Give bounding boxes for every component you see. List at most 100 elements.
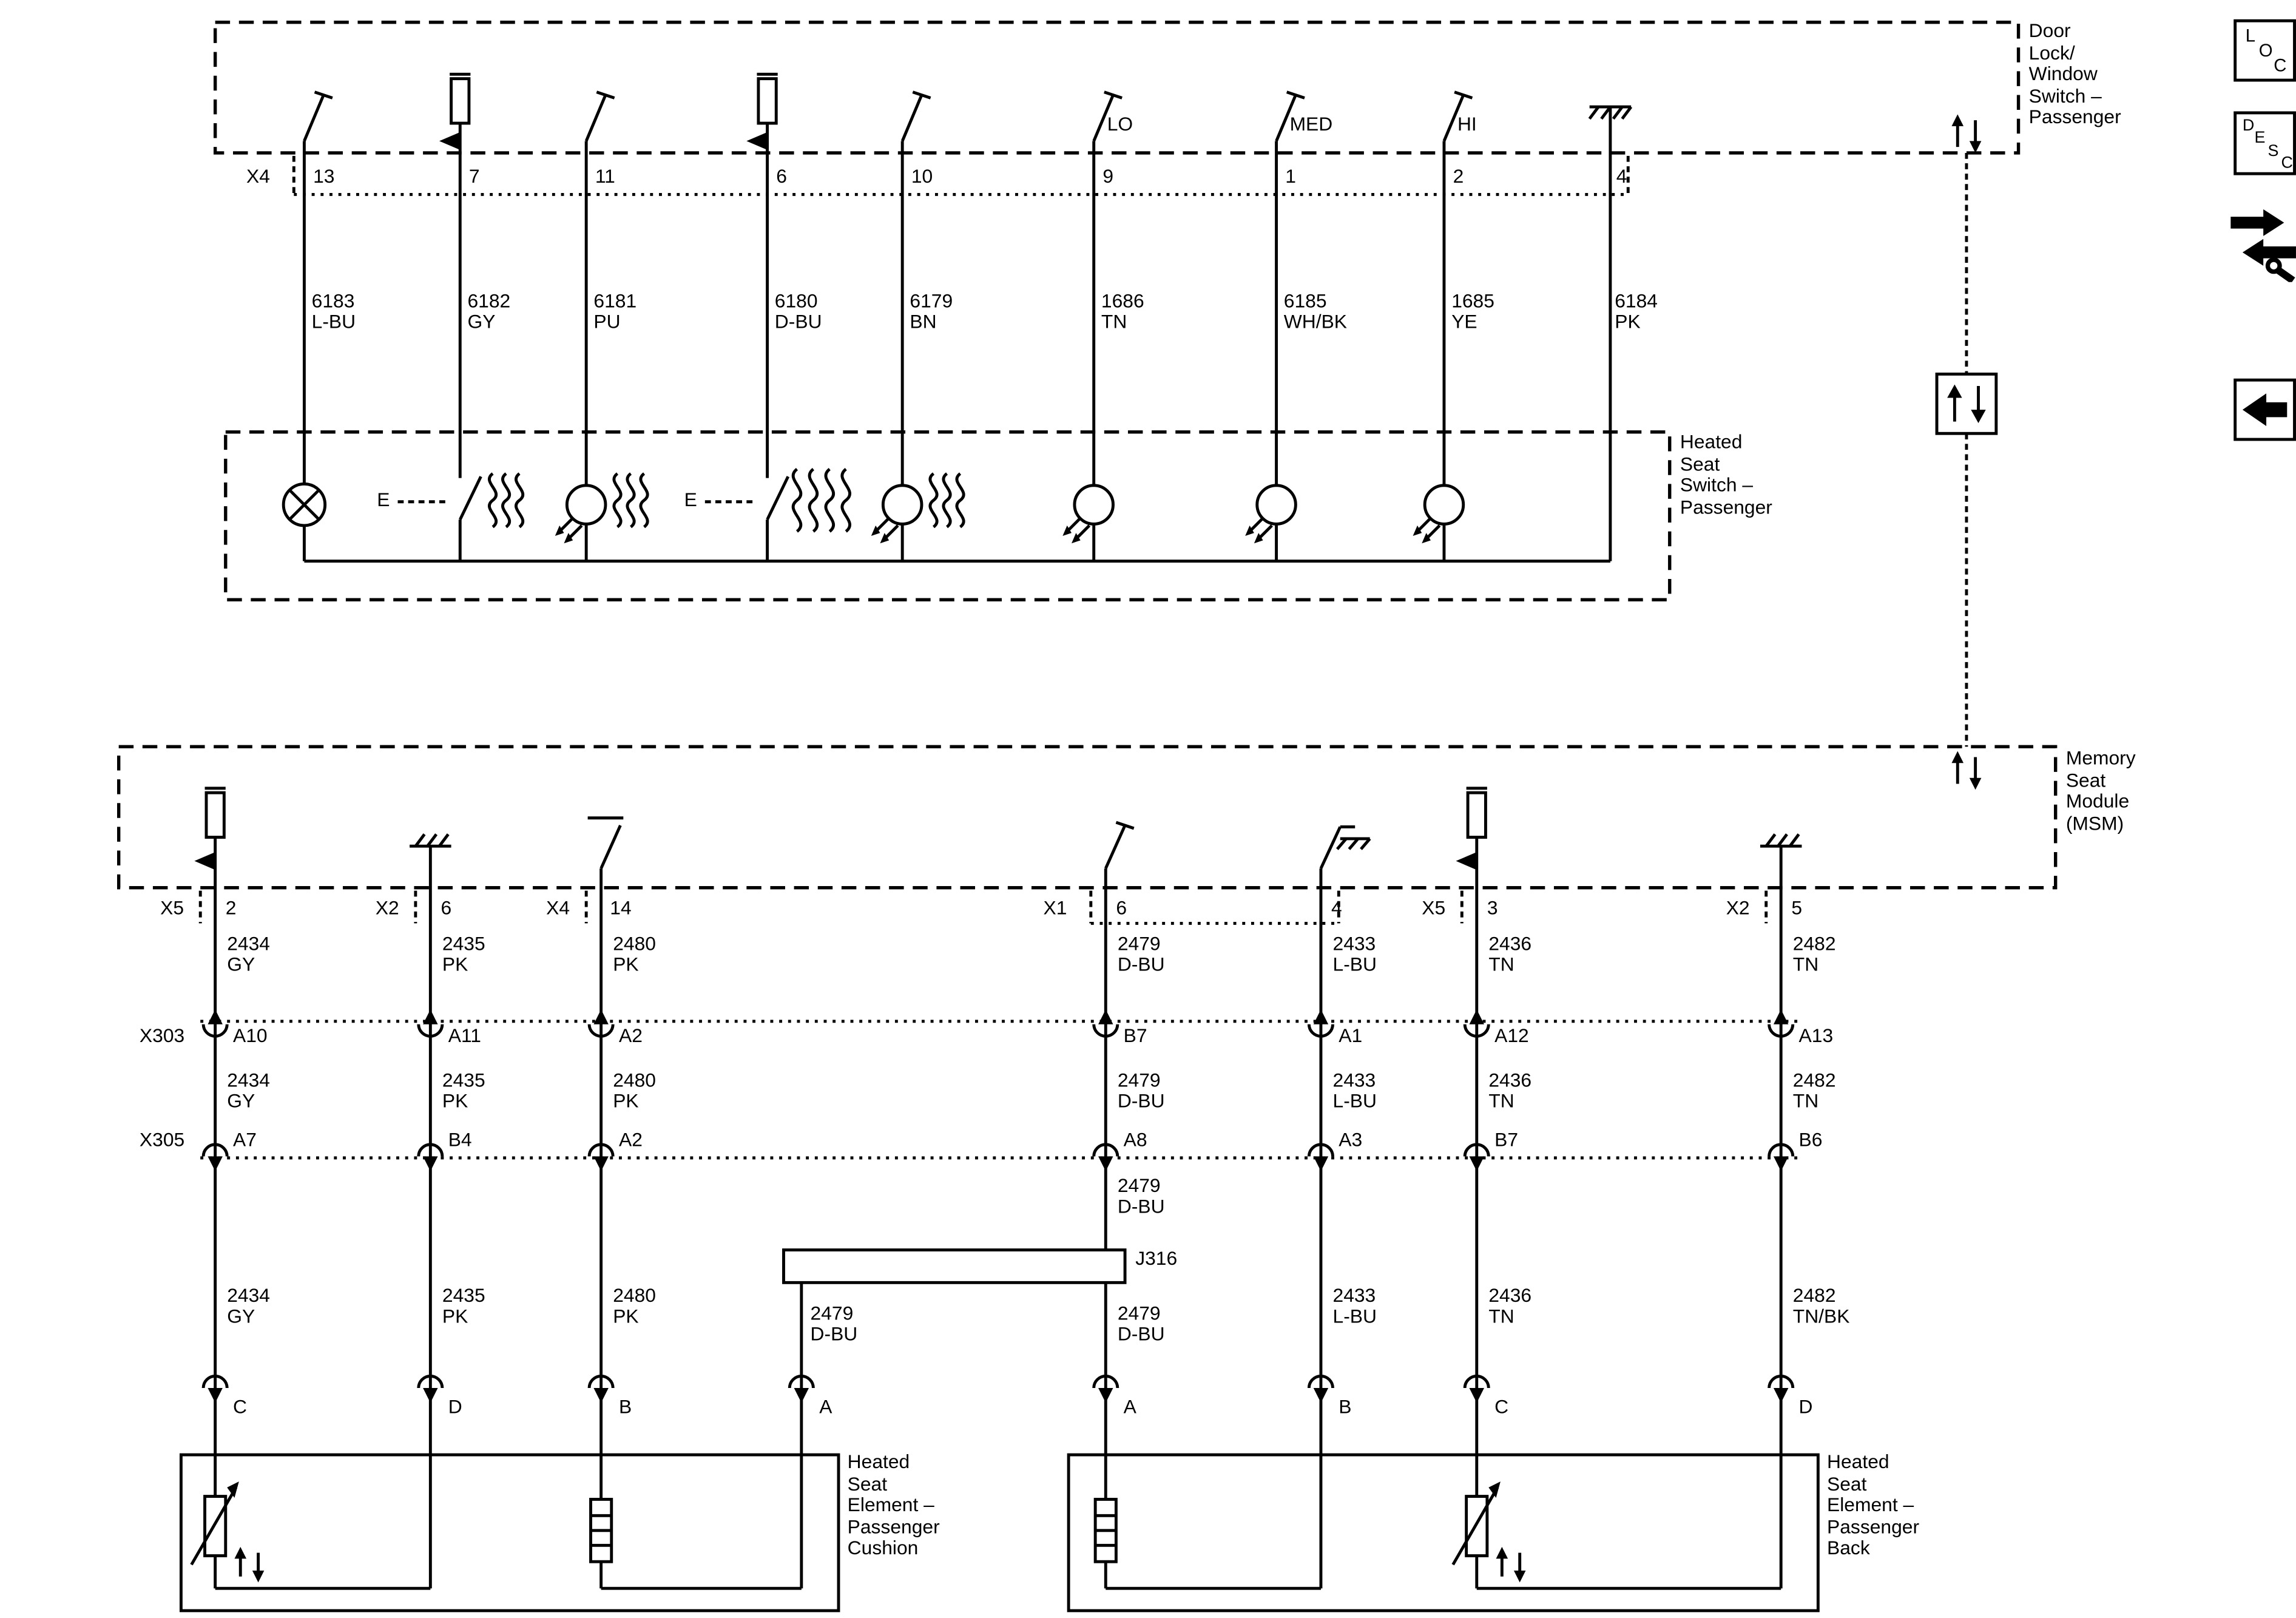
msm-conn-label: X1 [1043, 896, 1067, 919]
x303-connector [200, 1009, 1799, 1038]
back-arrow-icon [2242, 393, 2288, 427]
mech-link-label: E [377, 488, 390, 511]
switch-position-label: LO [1107, 112, 1133, 135]
x305-pin-label: B4 [448, 1128, 472, 1151]
wire-label: 6185 WH/BK [1283, 289, 1348, 333]
switch-icon [303, 90, 1473, 142]
switch-position-label: MED [1289, 112, 1333, 135]
switch-position-label: HI [1457, 112, 1477, 135]
schematic-arrows-icon [2230, 209, 2296, 284]
splice-j316 [782, 1248, 1127, 1284]
heater-element-icon [589, 1498, 1118, 1563]
wire-label: 2479 D-BU [1117, 1174, 1165, 1217]
heated-seat-icon [488, 468, 965, 533]
x305-pin-label: B7 [1494, 1128, 1519, 1151]
element-pin-label: D [1798, 1395, 1813, 1418]
msm-conn-label: X2 [375, 896, 399, 919]
heated-seat-switch-box [224, 430, 1672, 601]
nav-schematic-button[interactable] [2227, 205, 2296, 284]
serial-data-link-node[interactable] [1935, 372, 1998, 435]
nav-loc-letter: C [2274, 55, 2287, 76]
msm-conn-label: X2 [1726, 896, 1750, 919]
msm-conn-label: X4 [546, 896, 570, 919]
wire-label: 2436 TN [1488, 932, 1532, 976]
wire-label: 2433 L-BU [1332, 1069, 1377, 1112]
splice-label: J316 [1135, 1247, 1178, 1270]
door-lock-window-switch-box [213, 20, 2021, 155]
x305-pin-label: A7 [233, 1128, 257, 1151]
x305-connector-label: X305 [139, 1128, 185, 1151]
wire-label: 2436 TN [1488, 1069, 1532, 1112]
x303-pin-label: A12 [1494, 1024, 1529, 1047]
x4-pin-label: 9 [1102, 164, 1114, 188]
memory-seat-module-label: Memory Seat Module (MSM) [2065, 746, 2136, 834]
wire-label: 2480 PK [613, 932, 656, 976]
msm-pin-label: 5 [1791, 896, 1803, 919]
wire-label: 2436 TN [1488, 1284, 1532, 1327]
msm-pin-label: 3 [1487, 896, 1498, 919]
element-back-label: Heated Seat Element – Passenger Back [1827, 1450, 1920, 1559]
x4-pin-label: 4 [1616, 164, 1627, 188]
element-pin-label: B [1339, 1395, 1352, 1418]
heated-seat-element-back-box [1067, 1453, 1820, 1613]
msm-connector-ticks [198, 890, 1768, 925]
nav-loc-letter: L [2245, 25, 2256, 46]
wire-label: 2480 PK [613, 1069, 656, 1112]
x4-pin-label: 6 [776, 164, 787, 188]
wire-label: 2435 PK [442, 932, 485, 976]
nav-desc-letter: E [2254, 129, 2266, 147]
heated-seat-switch-label: Heated Seat Switch – Passenger [1680, 430, 1772, 518]
msm-pin-label: 6 [1116, 896, 1127, 919]
wire-label: 2480 PK [613, 1284, 656, 1327]
msm-pin-label: 2 [225, 896, 237, 919]
x305-pin-label: A8 [1123, 1128, 1147, 1151]
element-pin-label: C [233, 1395, 247, 1418]
thermistor-icon [190, 1481, 1526, 1583]
x303-pin-label: A1 [1339, 1024, 1363, 1047]
mech-link-label: E [684, 488, 697, 511]
x4-pin-label: 2 [1453, 164, 1464, 188]
wire-label: 2435 PK [442, 1069, 485, 1112]
wire-label: 6183 L-BU [311, 289, 356, 333]
x4-pin-label: 10 [911, 164, 933, 188]
wire-label: 2434 GY [227, 932, 270, 976]
x305-connector [200, 1143, 1799, 1171]
wire-label: 2482 TN/BK [1792, 1284, 1850, 1327]
x4-pin-label: 1 [1285, 164, 1296, 188]
msm-pin-label: 14 [610, 896, 632, 919]
x303-pin-label: A11 [448, 1024, 481, 1047]
nav-desc-letter: D [2242, 117, 2255, 135]
nav-loc-button[interactable]: L O C [2234, 19, 2296, 82]
ground-icon [1588, 105, 1633, 120]
x303-pin-label: A2 [618, 1024, 643, 1047]
element-cushion-label: Heated Seat Element – Passenger Cushion [847, 1450, 940, 1559]
msm-driver-icon [194, 787, 1487, 870]
bottom-wires [214, 837, 1783, 1590]
serial-data-icon [1951, 114, 1982, 374]
led-indicator-icon [555, 484, 1465, 544]
nav-back-button[interactable] [2234, 378, 2296, 441]
top-wires [302, 107, 1612, 563]
wire-label: 1686 TN [1101, 289, 1144, 333]
wire-label: 2435 PK [442, 1284, 485, 1327]
nav-desc-button[interactable]: D E S C [2234, 111, 2296, 175]
msm-conn-label: X5 [160, 896, 184, 919]
wire-label: 6179 BN [910, 289, 953, 333]
element-connectors [201, 1375, 1795, 1403]
lamp-icon [282, 482, 327, 527]
x4-connector [292, 155, 1630, 196]
wire-label: 6181 PU [593, 289, 637, 333]
resistor-icon [439, 72, 778, 151]
element-pin-label: A [1123, 1395, 1136, 1418]
element-pin-label: B [618, 1395, 632, 1418]
x303-connector-label: X303 [139, 1024, 185, 1047]
nav-desc-letter: S [2267, 142, 2279, 161]
element-pin-label: A [819, 1395, 832, 1418]
x305-pin-label: A3 [1339, 1128, 1363, 1151]
wire-label: 2479 D-BU [1117, 1302, 1165, 1346]
msm-ground-icon [410, 833, 1802, 848]
door-lock-window-switch-label: Door Lock/ Window Switch – Passenger [2028, 19, 2121, 128]
wire-label: 6184 PK [1615, 289, 1658, 333]
